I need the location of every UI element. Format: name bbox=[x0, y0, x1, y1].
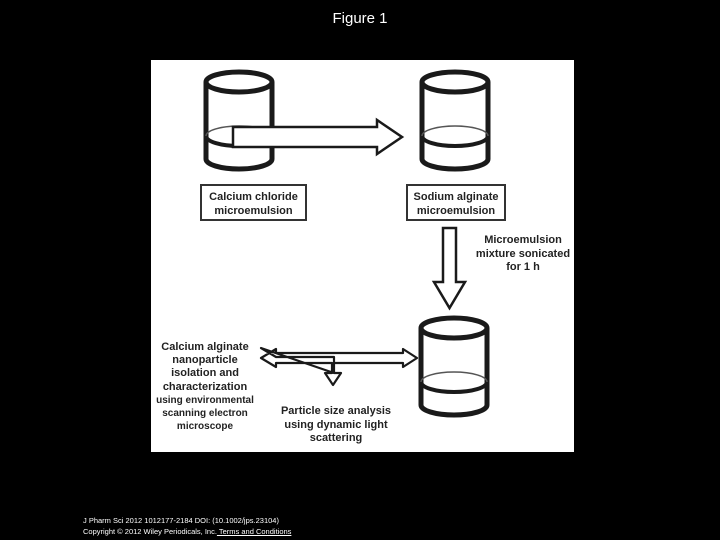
flow-diagram bbox=[151, 60, 574, 452]
isolation-line-4: characterization bbox=[162, 380, 248, 393]
isolation-line-5: using environmental bbox=[156, 394, 254, 406]
right-arrow-icon bbox=[231, 117, 405, 157]
calcium-chloride-line-1: Calcium chloride bbox=[209, 191, 298, 203]
down-arrow-icon bbox=[431, 226, 468, 311]
sonication-line-2: mixture sonicated bbox=[475, 247, 571, 260]
footer: J Pharm Sci 2012 1012177-2184 DOI: (10.1… bbox=[83, 515, 291, 537]
isolation-line-3: isolation and bbox=[171, 367, 239, 380]
isolation-line-2: nanoparticle bbox=[172, 354, 238, 367]
copyright-text: Copyright © 2012 Wiley Periodicals, Inc. bbox=[83, 527, 217, 536]
sonication-line-3: for 1 h bbox=[506, 261, 540, 273]
beaker-mixture-icon bbox=[421, 318, 487, 415]
sonication-line-1: Microemulsion bbox=[484, 234, 562, 246]
copyright-line: Copyright © 2012 Wiley Periodicals, Inc.… bbox=[83, 526, 291, 537]
calcium-chloride-box: Calcium chloride microemulsion bbox=[200, 184, 307, 221]
sodium-alginate-line-1: Sodium alginate bbox=[413, 191, 499, 203]
particle-line-1: Particle size analysis bbox=[280, 405, 392, 417]
particle-size-label: Particle size analysis using dynamic lig… bbox=[271, 405, 401, 446]
branch-arrow-icon bbox=[259, 346, 419, 387]
isolation-line-7: microscope bbox=[176, 421, 234, 433]
figure-panel: Calcium chloride microemulsion Sodium al… bbox=[151, 60, 574, 452]
beaker-calcium-chloride-icon bbox=[206, 72, 272, 169]
citation-text: J Pharm Sci 2012 1012177-2184 DOI: (10.1… bbox=[83, 516, 279, 525]
sodium-alginate-box: Sodium alginate microemulsion bbox=[406, 184, 506, 221]
isolation-line-1: Calcium alginate bbox=[161, 341, 249, 353]
beaker-sodium-alginate-icon bbox=[422, 72, 488, 169]
particle-line-3: scattering bbox=[309, 432, 363, 444]
page-title: Figure 1 bbox=[332, 10, 388, 27]
sonication-label: Microemulsion mixture sonicated for 1 h bbox=[473, 234, 573, 275]
isolation-label: Calcium alginate nanoparticle isolation … bbox=[151, 341, 259, 433]
isolation-line-6: scanning electron bbox=[162, 408, 248, 420]
sodium-alginate-line-2: microemulsion bbox=[416, 205, 496, 217]
particle-line-2: using dynamic light bbox=[284, 418, 388, 431]
calcium-chloride-line-2: microemulsion bbox=[214, 205, 293, 217]
terms-link[interactable]: Terms and Conditions bbox=[216, 527, 292, 536]
